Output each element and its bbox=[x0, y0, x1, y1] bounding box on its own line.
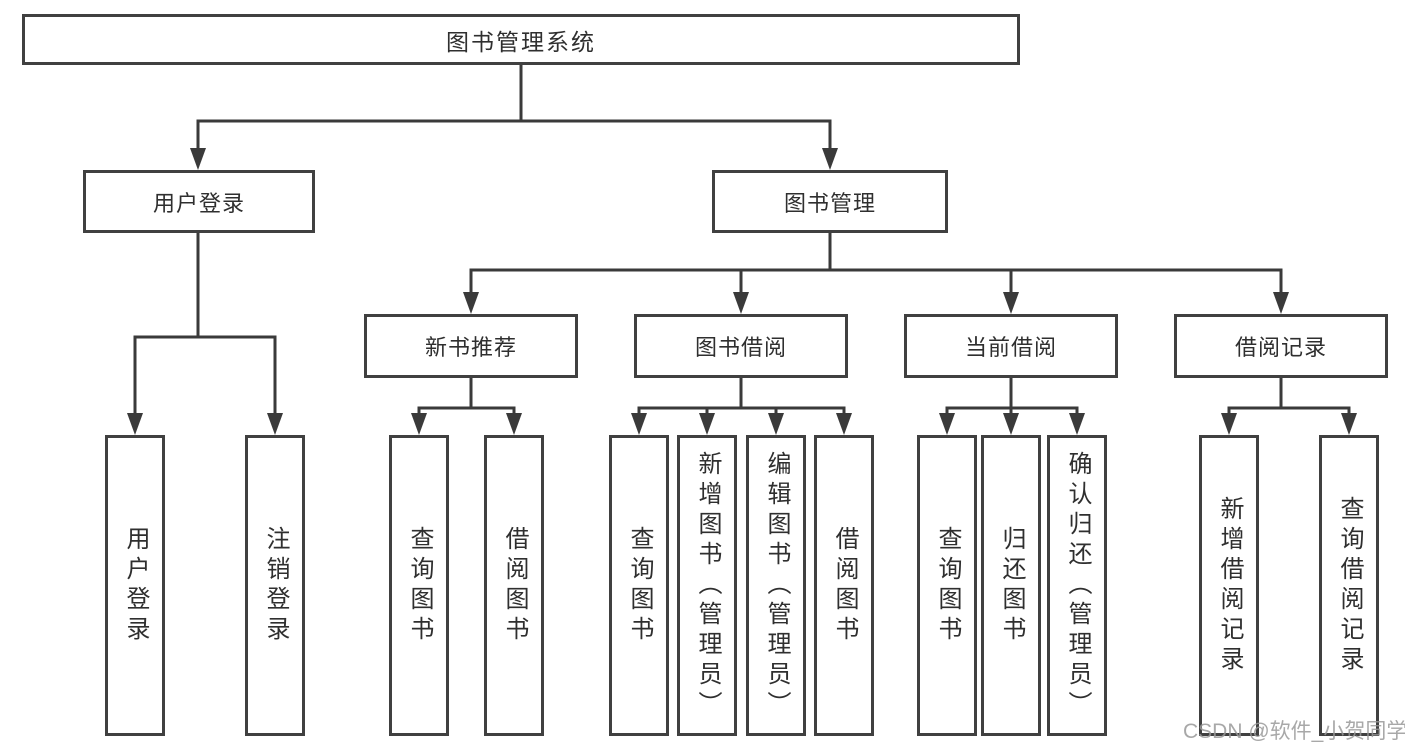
watermark: CSDN @软件_小贺同学 bbox=[1183, 720, 1405, 743]
node-book-management: 图书管理 bbox=[712, 170, 948, 233]
leaf-borrow-books-newbooks-label: 借阅图书 bbox=[501, 525, 528, 646]
leaf-borrow-books-newbooks: 借阅图书 bbox=[484, 435, 544, 736]
leaf-user-login-label: 用户登录 bbox=[122, 525, 149, 646]
leaf-borrow-books-borrowing-label: 借阅图书 bbox=[831, 525, 858, 646]
node-book-borrowing: 图书借阅 bbox=[634, 314, 848, 378]
leaf-borrow-books-borrowing: 借阅图书 bbox=[814, 435, 874, 736]
leaf-query-books-borrowing-label: 查询图书 bbox=[626, 525, 653, 646]
node-current-borrowing: 当前借阅 bbox=[904, 314, 1118, 378]
leaf-query-books-borrowing: 查询图书 bbox=[609, 435, 669, 736]
node-root: 图书管理系统 bbox=[22, 14, 1020, 65]
node-borrowing-records: 借阅记录 bbox=[1174, 314, 1388, 378]
leaf-confirm-return-admin: 确认归还（管理员） bbox=[1047, 435, 1107, 736]
node-book-borrowing-label: 图书借阅 bbox=[694, 335, 787, 360]
leaf-logout-login-label: 注销登录 bbox=[262, 525, 289, 646]
leaf-add-books-admin: 新增图书（管理员） bbox=[677, 435, 737, 736]
node-borrowing-records-label: 借阅记录 bbox=[1234, 335, 1327, 360]
leaf-user-login: 用户登录 bbox=[105, 435, 165, 736]
leaf-add-borrow-record-label: 新增借阅记录 bbox=[1216, 495, 1243, 676]
leaf-query-borrow-record: 查询借阅记录 bbox=[1319, 435, 1379, 736]
node-book-management-label: 图书管理 bbox=[783, 190, 876, 216]
node-root-label: 图书管理系统 bbox=[446, 28, 596, 55]
leaf-query-borrow-record-label: 查询借阅记录 bbox=[1336, 495, 1363, 676]
leaf-query-books-newbooks-label: 查询图书 bbox=[406, 525, 433, 646]
leaf-confirm-return-admin-label: 确认归还（管理员） bbox=[1064, 450, 1091, 721]
node-user-login: 用户登录 bbox=[83, 170, 315, 233]
node-user-login-label: 用户登录 bbox=[152, 190, 245, 216]
node-current-borrowing-label: 当前借阅 bbox=[964, 335, 1057, 360]
leaf-query-books-current: 查询图书 bbox=[917, 435, 977, 736]
leaf-return-books-label: 归还图书 bbox=[998, 525, 1025, 646]
leaf-query-books-newbooks: 查询图书 bbox=[389, 435, 449, 736]
leaf-logout-login: 注销登录 bbox=[245, 435, 305, 736]
leaf-edit-books-admin: 编辑图书（管理员） bbox=[746, 435, 806, 736]
node-new-book-recommend: 新书推荐 bbox=[364, 314, 578, 378]
node-new-book-recommend-label: 新书推荐 bbox=[424, 335, 517, 360]
leaf-query-books-current-label: 查询图书 bbox=[934, 525, 961, 646]
leaf-edit-books-admin-label: 编辑图书（管理员） bbox=[763, 450, 790, 721]
leaf-add-borrow-record: 新增借阅记录 bbox=[1199, 435, 1259, 736]
leaf-add-books-admin-label: 新增图书（管理员） bbox=[694, 450, 721, 721]
leaf-return-books: 归还图书 bbox=[981, 435, 1041, 736]
